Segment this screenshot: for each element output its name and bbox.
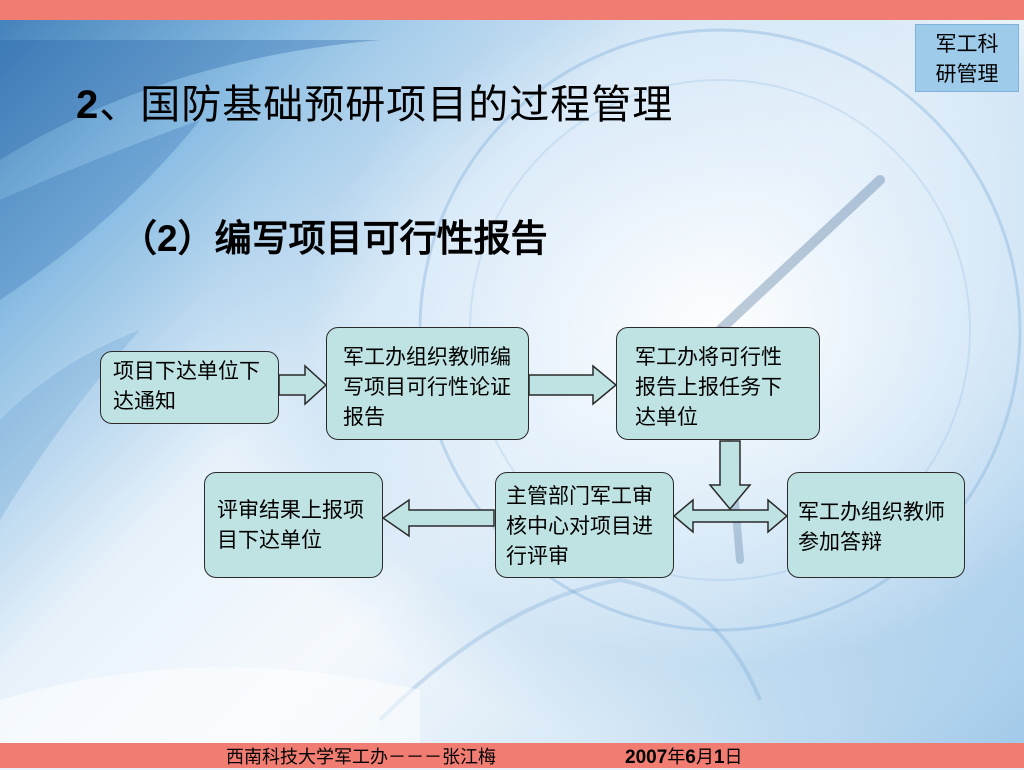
flow-box-write-report-text: 军工办组织教师编写项目可行性论证报告 xyxy=(343,345,511,429)
footer-year: 2007 xyxy=(625,747,668,768)
footer-day-unit: 日 xyxy=(724,747,743,768)
arrow-box1-to-box2 xyxy=(278,364,328,406)
subtitle-number: 2 xyxy=(157,218,178,259)
slide-title: 2、国防基础预研项目的过程管理 xyxy=(76,72,673,130)
arrow-box2-to-box3 xyxy=(528,364,618,406)
subtitle-text: ）编写项目可行性报告 xyxy=(177,217,548,260)
slide-subtitle: （2）编写项目可行性报告 xyxy=(120,208,548,262)
corner-tag-line2: 研管理 xyxy=(935,62,999,86)
flow-box-defense: 军工办组织教师参加答辩 xyxy=(787,472,965,578)
flow-box-result: 评审结果上报项目下达单位 xyxy=(204,472,383,578)
bottom-accent-bar xyxy=(0,743,1024,768)
footer-month: 6 xyxy=(685,747,696,768)
top-accent-bar xyxy=(0,0,1024,20)
corner-tag-line1: 军工科 xyxy=(935,32,999,56)
flow-box-write-report: 军工办组织教师编写项目可行性论证报告 xyxy=(326,327,529,440)
footer-date: 2007年6月1日 xyxy=(625,745,742,770)
footer-day: 1 xyxy=(713,747,725,768)
flow-box-review-text: 主管部门军工审核中心对项目进行评审 xyxy=(506,484,653,568)
flow-box-submit-report: 军工办将可行性报告上报任务下达单位 xyxy=(616,327,820,440)
flow-box-issue-notice: 项目下达单位下达通知 xyxy=(100,351,279,424)
title-text: 、国防基础预研项目的过程管理 xyxy=(99,82,674,128)
arrow-box5-to-box6 xyxy=(381,498,495,538)
flow-box-review: 主管部门军工审核中心对项目进行评审 xyxy=(495,472,674,578)
flow-box-issue-notice-text: 项目下达单位下达通知 xyxy=(113,359,260,413)
flow-box-result-text: 评审结果上报项目下达单位 xyxy=(217,498,364,552)
arrow-box3-down xyxy=(708,440,752,511)
footer-month-unit: 月 xyxy=(695,747,714,768)
corner-category-tag: 军工科 研管理 xyxy=(915,24,1019,92)
slide-footer: 西南科技大学军工办－－－张江梅 2007年6月1日 xyxy=(0,743,1024,768)
title-number: 2 xyxy=(76,83,100,127)
subtitle-open-paren: （ xyxy=(120,217,157,260)
footer-author: 西南科技大学军工办－－－张江梅 xyxy=(226,747,496,768)
flow-box-defense-text: 军工办组织教师参加答辩 xyxy=(798,500,945,554)
flow-box-submit-report-text: 军工办将可行性报告上报任务下达单位 xyxy=(635,345,782,429)
footer-year-unit: 年 xyxy=(667,747,686,768)
